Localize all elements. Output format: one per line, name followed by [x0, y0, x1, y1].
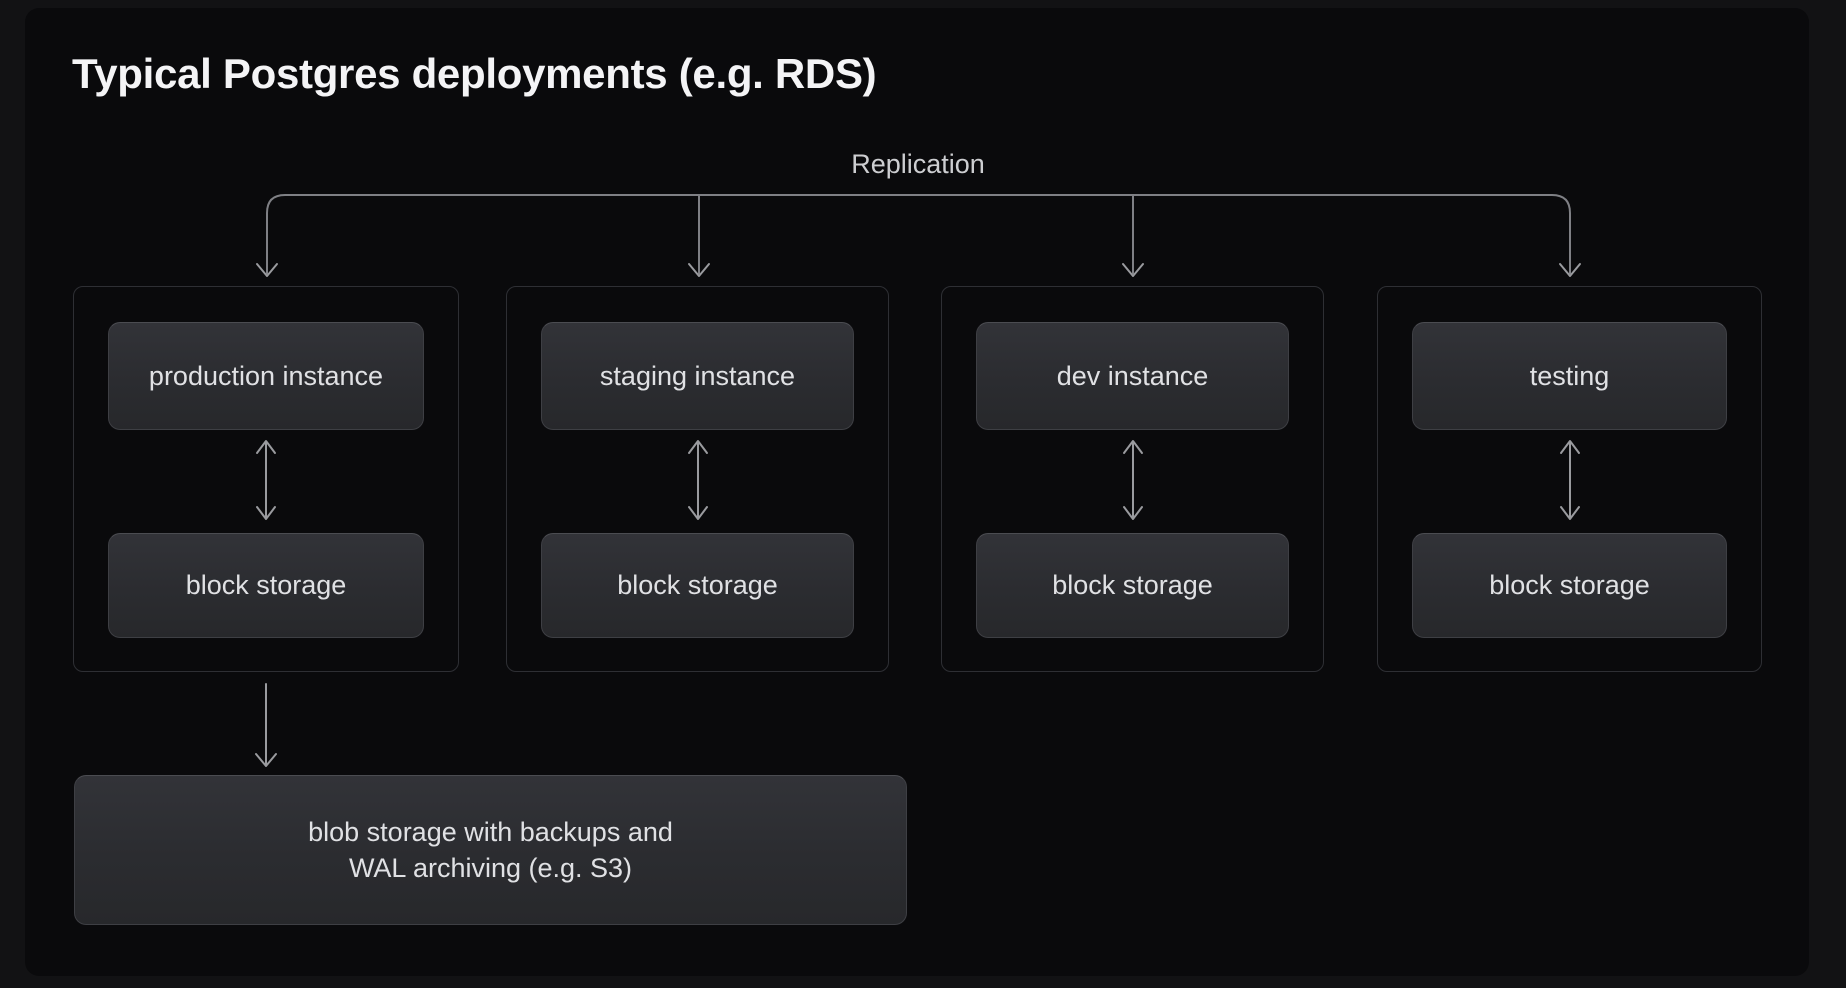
page-title: Typical Postgres deployments (e.g. RDS) — [72, 50, 877, 97]
node-blob-storage: blob storage with backups and WAL archiv… — [74, 775, 907, 925]
replication-arrowheads — [256, 263, 1581, 277]
node-label: dev instance — [1056, 360, 1209, 391]
node-dev-instance: dev instance — [976, 322, 1289, 430]
node-staging-instance: staging instance — [541, 322, 854, 430]
replication-trunk-line — [266, 194, 1571, 274]
node-production-instance: production instance — [108, 322, 424, 430]
node-label: block storage — [1489, 570, 1650, 600]
replication-label: Replication — [851, 149, 985, 179]
node-production-block-storage: block storage — [108, 533, 424, 638]
node-label: production instance — [148, 360, 384, 391]
node-testing-block-storage: block storage — [1412, 533, 1727, 638]
node-label: testing — [1529, 360, 1610, 391]
node-label: staging instance — [599, 360, 796, 391]
node-label: block storage — [617, 570, 778, 600]
node-staging-block-storage: block storage — [541, 533, 854, 638]
group-testing: testing block storage — [1377, 286, 1762, 672]
node-label: block storage — [185, 570, 347, 600]
node-label: block storage — [1052, 570, 1213, 600]
group-dev: dev instance block storage — [941, 286, 1324, 672]
node-dev-block-storage: block storage — [976, 533, 1289, 638]
backup-arrow — [255, 683, 277, 767]
group-production: production instance block storage — [73, 286, 459, 672]
group-staging: staging instance block storage — [506, 286, 889, 672]
blob-storage-line1: blob storage with backups and — [308, 817, 673, 847]
node-testing-instance: testing — [1412, 322, 1727, 430]
blob-storage-line2: WAL archiving (e.g. S3) — [348, 853, 633, 883]
